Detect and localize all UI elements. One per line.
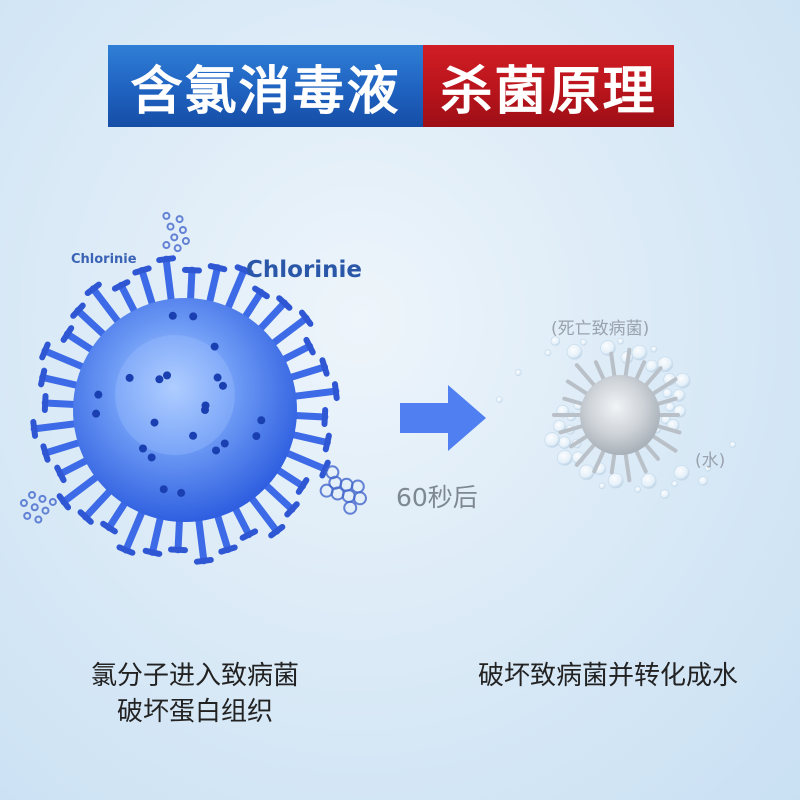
title-banner: 含氯消毒液 杀菌原理 xyxy=(108,45,674,127)
right-caption: 破坏致病菌并转化成水 xyxy=(418,658,798,694)
virus-icon xyxy=(30,255,340,565)
chlorine-label-small: Chlorinie xyxy=(71,252,137,267)
dead-virus-icon xyxy=(552,347,682,483)
water-label: (水) xyxy=(695,451,726,471)
arrow-right-icon xyxy=(400,385,486,451)
left-caption-line1: 氯分子进入致病菌 xyxy=(90,661,299,691)
arrow-caption: 60秒后 xyxy=(396,483,478,512)
title-left: 含氯消毒液 xyxy=(108,45,423,127)
chlorine-particles xyxy=(19,211,367,524)
left-caption-line2: 破坏蛋白组织 xyxy=(116,697,273,727)
left-caption: 氯分子进入致病菌 破坏蛋白组织 xyxy=(40,658,350,730)
chlorine-label-large: Chlorinie xyxy=(246,257,363,283)
dead-pathogen-label: (死亡致病菌) xyxy=(551,319,650,339)
title-right: 杀菌原理 xyxy=(423,45,674,127)
right-caption-line1: 破坏致病菌并转化成水 xyxy=(477,661,738,691)
